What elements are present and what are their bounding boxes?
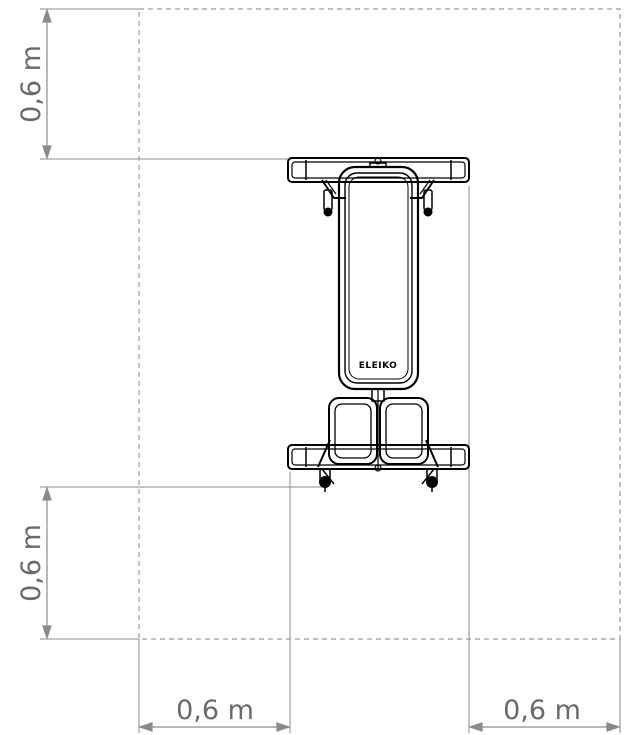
dimension-arrows [42, 8, 621, 732]
top-stabilizer [287, 157, 470, 199]
clearance-zone-boundary [138, 8, 621, 640]
bench-top-view [287, 157, 470, 492]
bottom-feet [319, 468, 438, 492]
bottom-clearance-label: 0,6 m [16, 524, 47, 602]
bottom-stabilizer [287, 439, 470, 485]
seat-pads [328, 397, 429, 465]
top-feet [323, 189, 433, 217]
brand-logo: ELEIKO [359, 361, 398, 371]
back-pad [337, 162, 420, 391]
extension-lines [40, 8, 621, 733]
top-clearance-label: 0,6 m [16, 45, 47, 123]
left-clearance-label: 0,6 m [176, 695, 254, 726]
right-clearance-label: 0,6 m [503, 695, 581, 726]
